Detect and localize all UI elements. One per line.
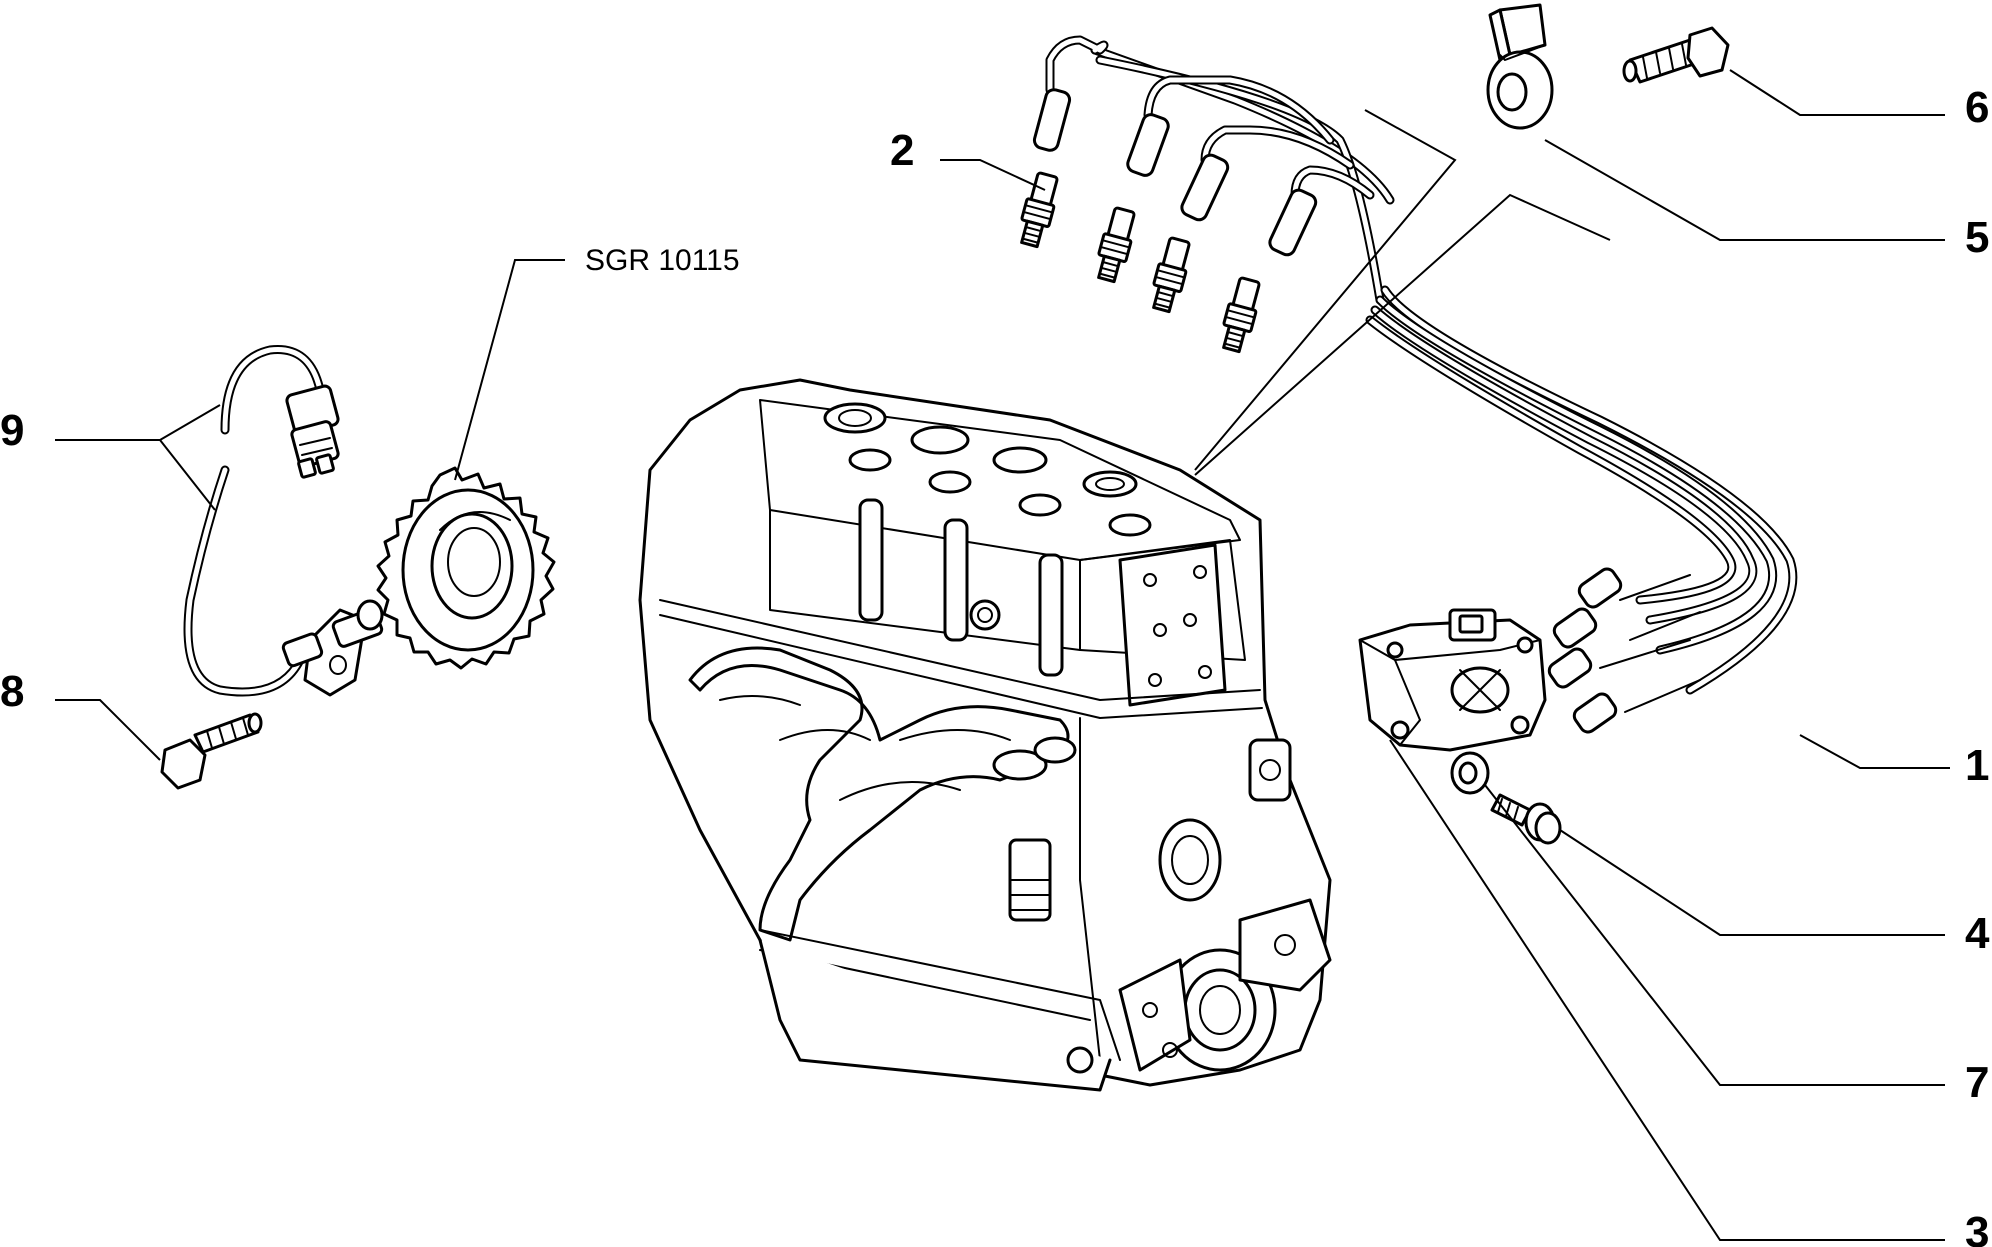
timing-pulley	[376, 466, 556, 670]
callout-4: 4	[1965, 909, 1990, 958]
rpm-sensor-bolt	[160, 712, 263, 790]
leader-lines	[55, 69, 1950, 1241]
knock-sensor	[1486, 3, 1554, 130]
ignition-coil	[1358, 608, 1547, 752]
callout-2: 2	[890, 126, 914, 175]
ignition-lead-set	[1032, 35, 1798, 734]
callout-3: 3	[1965, 1208, 1989, 1247]
callout-5: 5	[1965, 213, 1989, 262]
callout-labels: SGR 10115 1 2 3 4 5 6 7 8 9	[0, 83, 1990, 1247]
washer	[1450, 751, 1490, 795]
callout-6: 6	[1965, 83, 1989, 132]
callout-9: 9	[0, 406, 24, 455]
callout-7: 7	[1965, 1058, 1989, 1107]
callout-8: 8	[0, 667, 24, 716]
rpm-sensor	[183, 345, 384, 697]
reference-code-label: SGR 10115	[585, 244, 740, 277]
knock-sensor-bolt	[1622, 26, 1730, 84]
callout-1: 1	[1965, 741, 1989, 790]
coil-screw	[1490, 793, 1562, 845]
spark-plugs	[1020, 171, 1261, 354]
engine-block	[638, 378, 1332, 1092]
